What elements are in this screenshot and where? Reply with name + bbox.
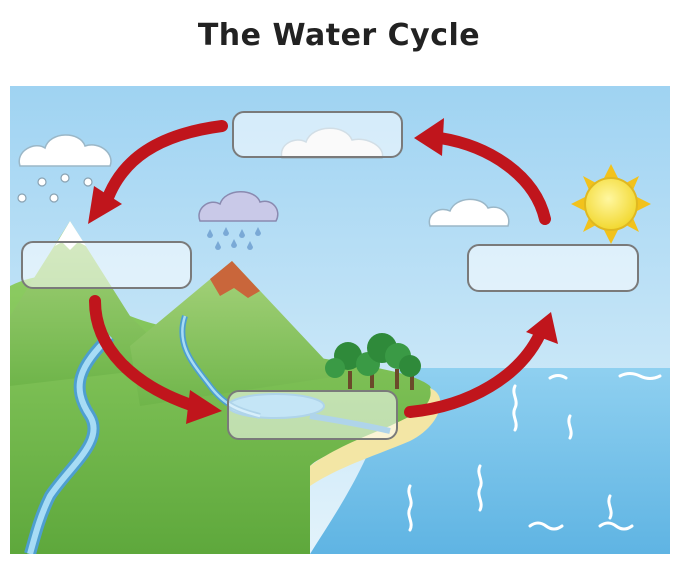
arrow-condensation-to-precipitation — [99, 120, 228, 212]
arrow-collection-to-evaporation — [404, 328, 546, 418]
mountain — [130, 261, 340, 406]
trees — [325, 333, 421, 390]
evaporation-label-box[interactable] — [467, 244, 639, 292]
arrow-evaporation-to-condensation — [434, 132, 551, 225]
water-cycle-scene — [10, 86, 670, 554]
mountain-peak — [210, 261, 260, 298]
cloud-top-left — [18, 134, 112, 167]
snow-flakes — [17, 173, 93, 203]
condensation-label-box[interactable] — [232, 111, 403, 158]
sun — [571, 164, 651, 244]
cycle-arrows — [89, 120, 551, 418]
rain-cloud — [198, 191, 279, 222]
sea-waves — [407, 372, 662, 532]
diagram-title: The Water Cycle — [197, 18, 481, 53]
precipitation-label-box[interactable] — [21, 241, 192, 289]
arrow-heads — [88, 118, 558, 424]
cloud-right — [428, 198, 510, 227]
rain-drops — [207, 227, 261, 250]
arrow-precipitation-to-collection — [89, 295, 206, 414]
collection-label-box[interactable] — [227, 390, 398, 440]
